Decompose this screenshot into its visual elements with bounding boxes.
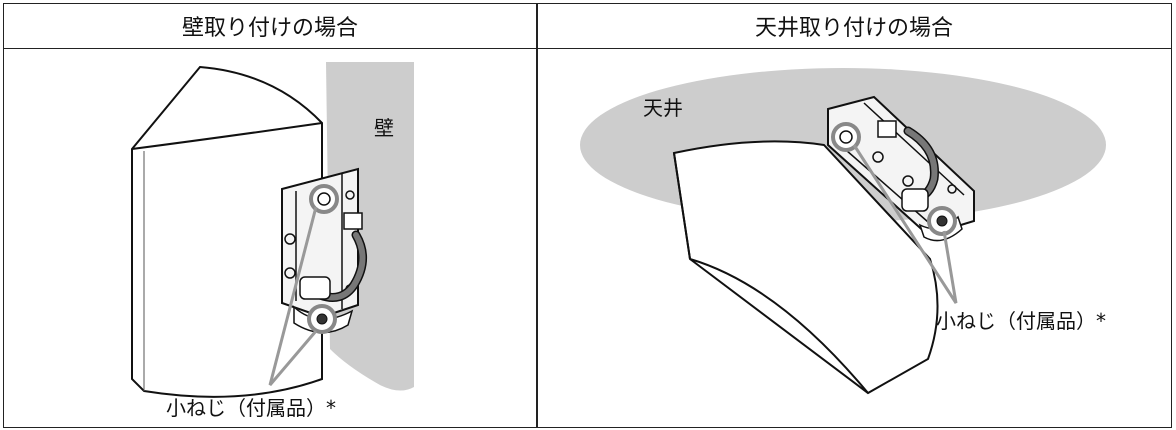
speaker-front-edge [689,258,869,394]
speaker-body [672,140,939,395]
wall-mount-panel: 壁 [4,49,536,427]
wall-label: 壁 [374,116,394,140]
ceiling-mount-panel: 天井 [538,49,1171,427]
screw-leader-lines [852,144,958,304]
ceiling-label: 天井 [643,96,683,120]
speaker-top-edge [131,122,323,150]
mounting-table: 壁取り付けの場合 天井取り付けの場合 壁 [3,3,1172,428]
ceiling-bracket [827,95,975,237]
speaker-body [131,65,323,398]
header-ceiling-mount: 天井取り付けの場合 [754,16,953,41]
wall-mount-illustration: 壁 [131,62,414,420]
screw-label: 小ねじ（付属品）* [166,396,336,420]
screw-label: 小ねじ（付属品）* [936,309,1106,333]
ceiling-mount-illustration: 天井 [580,68,1106,395]
column-divider [536,4,538,427]
header-wall-mount: 壁取り付けの場合 [181,16,358,41]
screw-leader-lines [268,206,318,386]
table-header-row: 壁取り付けの場合 天井取り付けの場合 [4,4,1171,49]
